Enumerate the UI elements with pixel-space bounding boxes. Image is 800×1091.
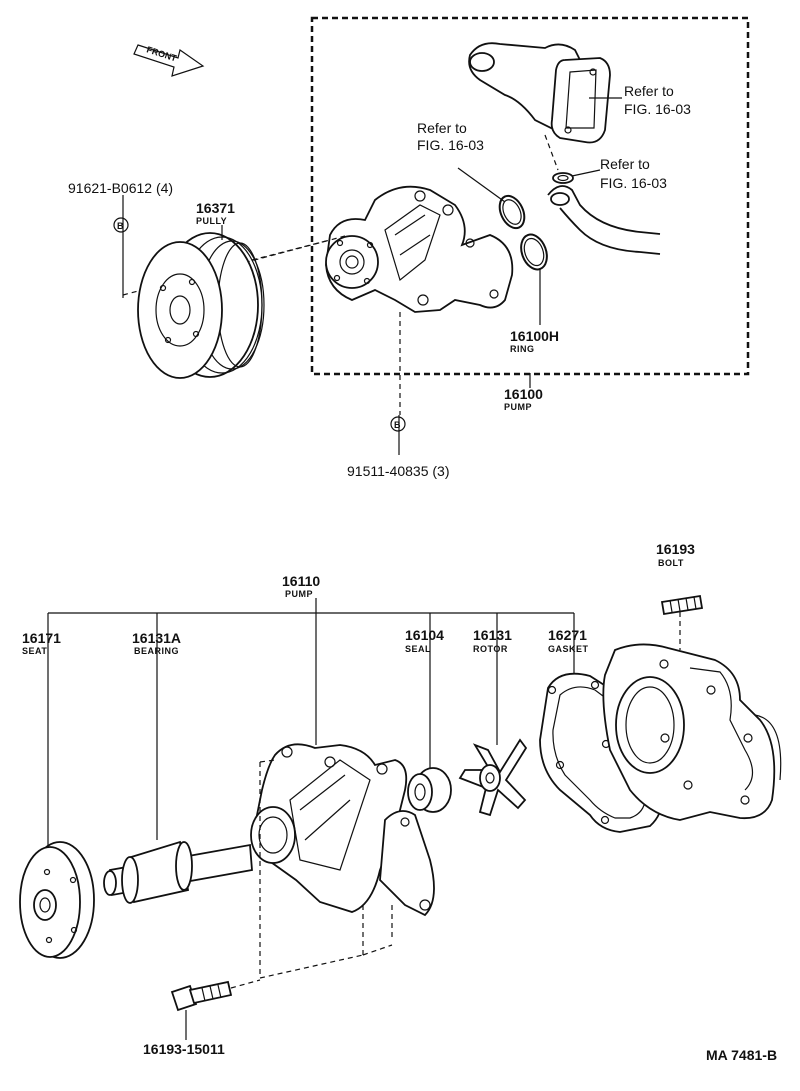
seal	[407, 767, 452, 813]
gasket-part-number: 16271	[548, 627, 587, 643]
pump-name: PUMP	[285, 589, 313, 599]
marker-b-icon	[113, 217, 129, 233]
pump-body	[250, 743, 435, 979]
marker-b: B	[117, 221, 124, 231]
bolt-pump-label: 91511-40835 (3)	[347, 463, 449, 479]
seal-name: SEAL	[405, 644, 431, 654]
marker-b2: B	[394, 420, 401, 430]
ref-c-line2: FIG. 16-03	[600, 175, 667, 191]
pump-housing	[602, 643, 782, 821]
ref-b-line1: Refer to	[624, 83, 674, 99]
seat-name: SEAT	[22, 646, 47, 656]
outlet-housing	[468, 42, 611, 171]
bolt-bottom-label: 16193-15011	[143, 1041, 225, 1057]
gasket-name: GASKET	[548, 644, 589, 654]
pump-part-number: 16110	[282, 573, 320, 589]
ref-c-line1: Refer to	[600, 156, 650, 172]
stud-bolt	[660, 594, 704, 650]
pulley-name: PULLY	[196, 216, 227, 226]
bearing-part-number: 16131A	[132, 630, 181, 646]
rotor	[458, 738, 528, 817]
front-label: FRONT	[145, 44, 178, 63]
bottom-bolt	[170, 979, 261, 1040]
front-arrow-icon: FRONT	[133, 44, 205, 77]
seat-part-number: 16171	[22, 630, 61, 646]
pump-assembly-boundary	[310, 16, 750, 376]
stud-part-number: 16193	[656, 541, 695, 557]
bolt-pulley-label: 91621-B0612 (4)	[68, 180, 173, 196]
rotor-name: ROTOR	[473, 644, 508, 654]
ring-part-number: 16100H	[510, 328, 559, 344]
coolant-pipe	[547, 172, 661, 255]
marker-b2-icon	[390, 416, 406, 432]
pulley-part-number: 16371	[196, 200, 235, 216]
stud-name: BOLT	[658, 558, 684, 568]
pump-assy-name: PUMP	[504, 402, 532, 412]
pump-assy-part-number: 16100	[504, 386, 543, 402]
ref-b-line2: FIG. 16-03	[624, 101, 691, 117]
water-pump-assembly	[325, 185, 514, 313]
seat	[19, 841, 95, 959]
seal-part-number: 16104	[405, 627, 444, 643]
ring-name: RING	[510, 344, 535, 354]
ref-a-line1: Refer to	[417, 120, 467, 136]
rotor-part-number: 16131	[473, 627, 512, 643]
figure-code: MA 7481-B	[706, 1047, 777, 1063]
ref-a-line2: FIG. 16-03	[417, 137, 484, 153]
pulley	[137, 232, 265, 379]
o-ring-ring	[520, 233, 548, 271]
bearing-name: BEARING	[134, 646, 179, 656]
bearing	[103, 840, 253, 904]
o-ring-upper	[498, 194, 526, 230]
